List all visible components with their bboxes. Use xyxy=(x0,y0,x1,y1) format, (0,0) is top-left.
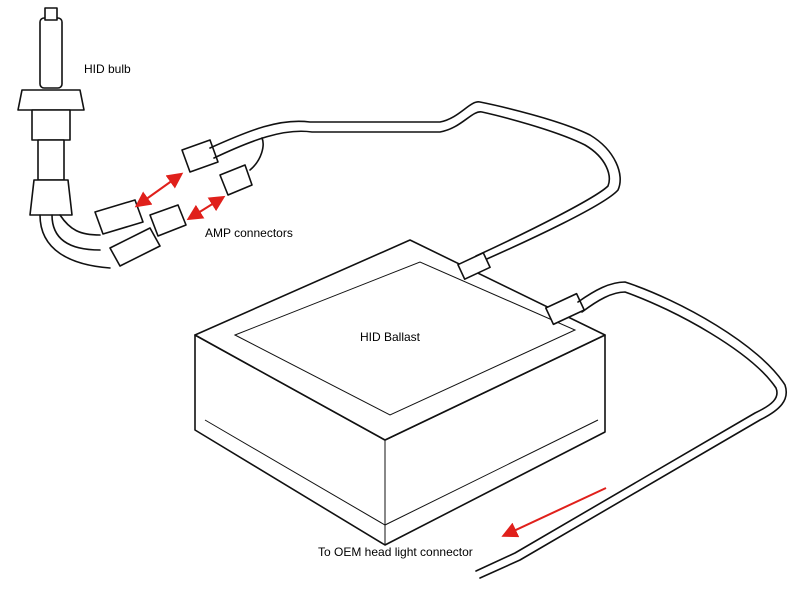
label-hid-bulb: HID bulb xyxy=(84,62,131,76)
hid-bulb xyxy=(17,7,111,269)
hid-ballast-box xyxy=(194,239,606,546)
bulb-side-amp-connectors xyxy=(94,199,187,267)
oem-cable xyxy=(475,281,787,579)
label-hid-ballast: HID Ballast xyxy=(360,330,421,344)
arrow-connector-1 xyxy=(134,172,184,208)
label-oem-connector: To OEM head light connector xyxy=(318,545,473,559)
arrow-connector-2 xyxy=(186,195,226,221)
ballast-side-connectors xyxy=(181,101,621,263)
label-amp-connectors: AMP connectors xyxy=(205,226,293,240)
arrow-oem xyxy=(501,487,607,538)
